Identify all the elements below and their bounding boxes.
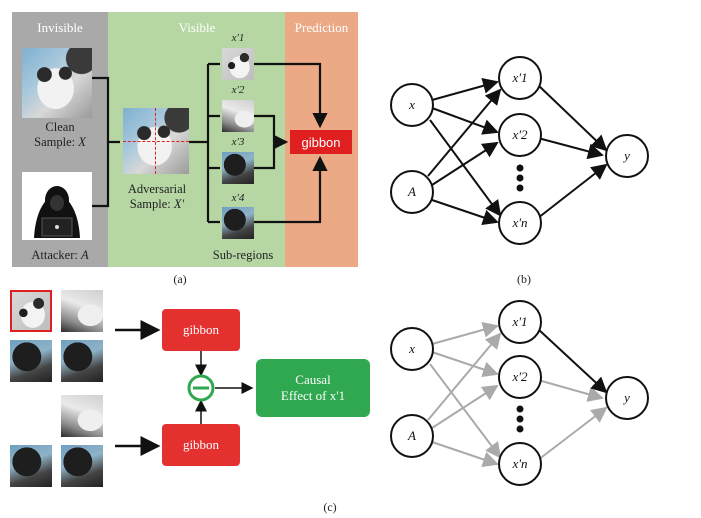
c-node-y-label: y <box>622 390 630 405</box>
sub3-to-pred-line <box>254 144 276 170</box>
c-node-a-label: A <box>407 428 416 443</box>
node-x2 <box>498 113 542 157</box>
bottom-gibbon-box: gibbon <box>162 424 240 466</box>
attacker-to-adv-line <box>92 142 110 208</box>
c-edge-x1-y <box>537 328 608 394</box>
c-edge-x-x1 <box>431 322 499 345</box>
edge-x2-y <box>537 137 604 160</box>
subregion-3-image <box>222 152 254 184</box>
panel-a-connectors <box>92 62 328 224</box>
attacker-image <box>22 172 92 240</box>
clean-label: Clean Sample: X <box>12 120 108 150</box>
caption-a: (a) <box>173 272 187 286</box>
c-edge-x-xn <box>429 363 502 459</box>
edge-a-xn <box>431 199 499 226</box>
c-ellipsis-dot-2 <box>516 415 524 423</box>
grid-bottom-tile-2 <box>61 395 103 437</box>
clean-label-line1: Clean <box>45 120 75 134</box>
subregions-label: Sub-regions <box>212 248 274 262</box>
sub1-to-pred-line <box>254 62 328 129</box>
clean-sample-image <box>22 48 92 118</box>
sub4-to-pred-line <box>254 155 328 224</box>
edge-x-xn <box>429 119 502 217</box>
grid-top-tile-3 <box>10 340 52 382</box>
grid-bottom-tile-3 <box>10 445 52 487</box>
panel-c-connectors <box>115 320 254 456</box>
adversarial-sample-image <box>123 108 189 174</box>
node-x1 <box>498 56 542 100</box>
grid-top-tile-4 <box>61 340 103 382</box>
c-node-x1-label: x'1 <box>511 314 527 329</box>
adversarial-label: Adversarial Sample: X' <box>112 182 202 212</box>
c-node-xn <box>498 442 542 486</box>
node-x-label: x <box>408 97 415 112</box>
c-edge-a-x1 <box>427 332 502 421</box>
node-xn-label: x'n <box>511 215 527 230</box>
node-x <box>390 83 434 127</box>
subregion-2-image <box>222 100 254 132</box>
prediction-header: Prediction <box>294 20 349 35</box>
edge-x-x2 <box>431 107 499 135</box>
sub2-to-pred-line <box>254 114 289 150</box>
c-ellipsis-dot-3 <box>516 425 524 433</box>
c-node-y <box>605 376 649 420</box>
c-node-x <box>390 327 434 371</box>
c-edge-x2-y <box>537 379 604 402</box>
invisible-header: Invisible <box>37 20 83 35</box>
c-node-x-label: x <box>408 341 415 356</box>
c-node-a <box>390 414 434 458</box>
clean-to-adv-line <box>92 76 120 144</box>
c-node-x1 <box>498 300 542 344</box>
top-gibbon-box: gibbon <box>162 309 240 351</box>
subregion-3-label: x'3 <box>231 136 245 148</box>
subregion-1-image <box>222 48 254 80</box>
subregion-2-label: x'2 <box>231 84 245 96</box>
node-x1-label: x'1 <box>511 70 527 85</box>
grid-top-tile-2 <box>61 290 103 332</box>
attacker-label: Attacker: A <box>31 248 89 262</box>
caption-c: (c) <box>323 500 337 514</box>
panel-b-graph: x A x'1 x'2 x'n y <box>390 56 649 245</box>
adversarial-label-line2: Sample: X' <box>129 197 185 211</box>
causal-effect-line2: Effect of x'1 <box>280 388 346 403</box>
node-xn <box>498 201 542 245</box>
edge-x1-y <box>537 84 608 152</box>
node-a <box>390 170 434 214</box>
node-x2-label: x'2 <box>511 127 528 142</box>
caption-b: (b) <box>517 272 531 286</box>
hacker-icon <box>34 186 80 238</box>
prediction-gibbon-box: gibbon <box>290 130 352 154</box>
visible-header: Visible <box>178 20 216 35</box>
adv-to-subregions-line <box>189 62 220 224</box>
c-node-x2-label: x'2 <box>511 369 528 384</box>
c-edge-x-x2 <box>431 351 499 378</box>
grid-top-tile-1 <box>10 290 52 332</box>
subregion-4-image <box>222 207 254 239</box>
clean-label-line2: Sample: X <box>34 135 86 149</box>
c-ellipsis-dot-1 <box>516 405 524 413</box>
c-edge-a-x2 <box>431 384 499 429</box>
edge-x-x1 <box>431 78 499 101</box>
adversarial-label-line1: Adversarial <box>127 182 187 196</box>
grid-bottom-tile-4 <box>61 445 103 487</box>
c-node-x2 <box>498 355 542 399</box>
edge-a-x2 <box>431 141 499 186</box>
edge-a-x1 <box>427 88 502 177</box>
node-a-label: A <box>407 184 416 199</box>
subregion-4-label: x'4 <box>231 192 245 204</box>
edge-xn-y <box>537 163 608 219</box>
ellipsis-dot-1 <box>516 164 524 172</box>
ellipsis-dot-3 <box>516 184 524 192</box>
c-edge-xn-y <box>537 406 608 461</box>
panel-a: Invisible Visible Prediction Clean Sampl… <box>12 12 358 267</box>
panel-c-graph: x A x'1 x'2 x'n y <box>390 300 649 486</box>
subregion-1-label: x'1 <box>231 32 245 44</box>
node-y-label: y <box>622 148 630 163</box>
c-edge-a-xn <box>431 441 499 468</box>
causal-effect-box: Causal Effect of x'1 <box>256 359 370 417</box>
ellipsis-dot-2 <box>516 174 524 182</box>
c-node-xn-label: x'n <box>511 456 527 471</box>
causal-effect-line1: Causal <box>295 372 331 387</box>
node-y <box>605 134 649 178</box>
